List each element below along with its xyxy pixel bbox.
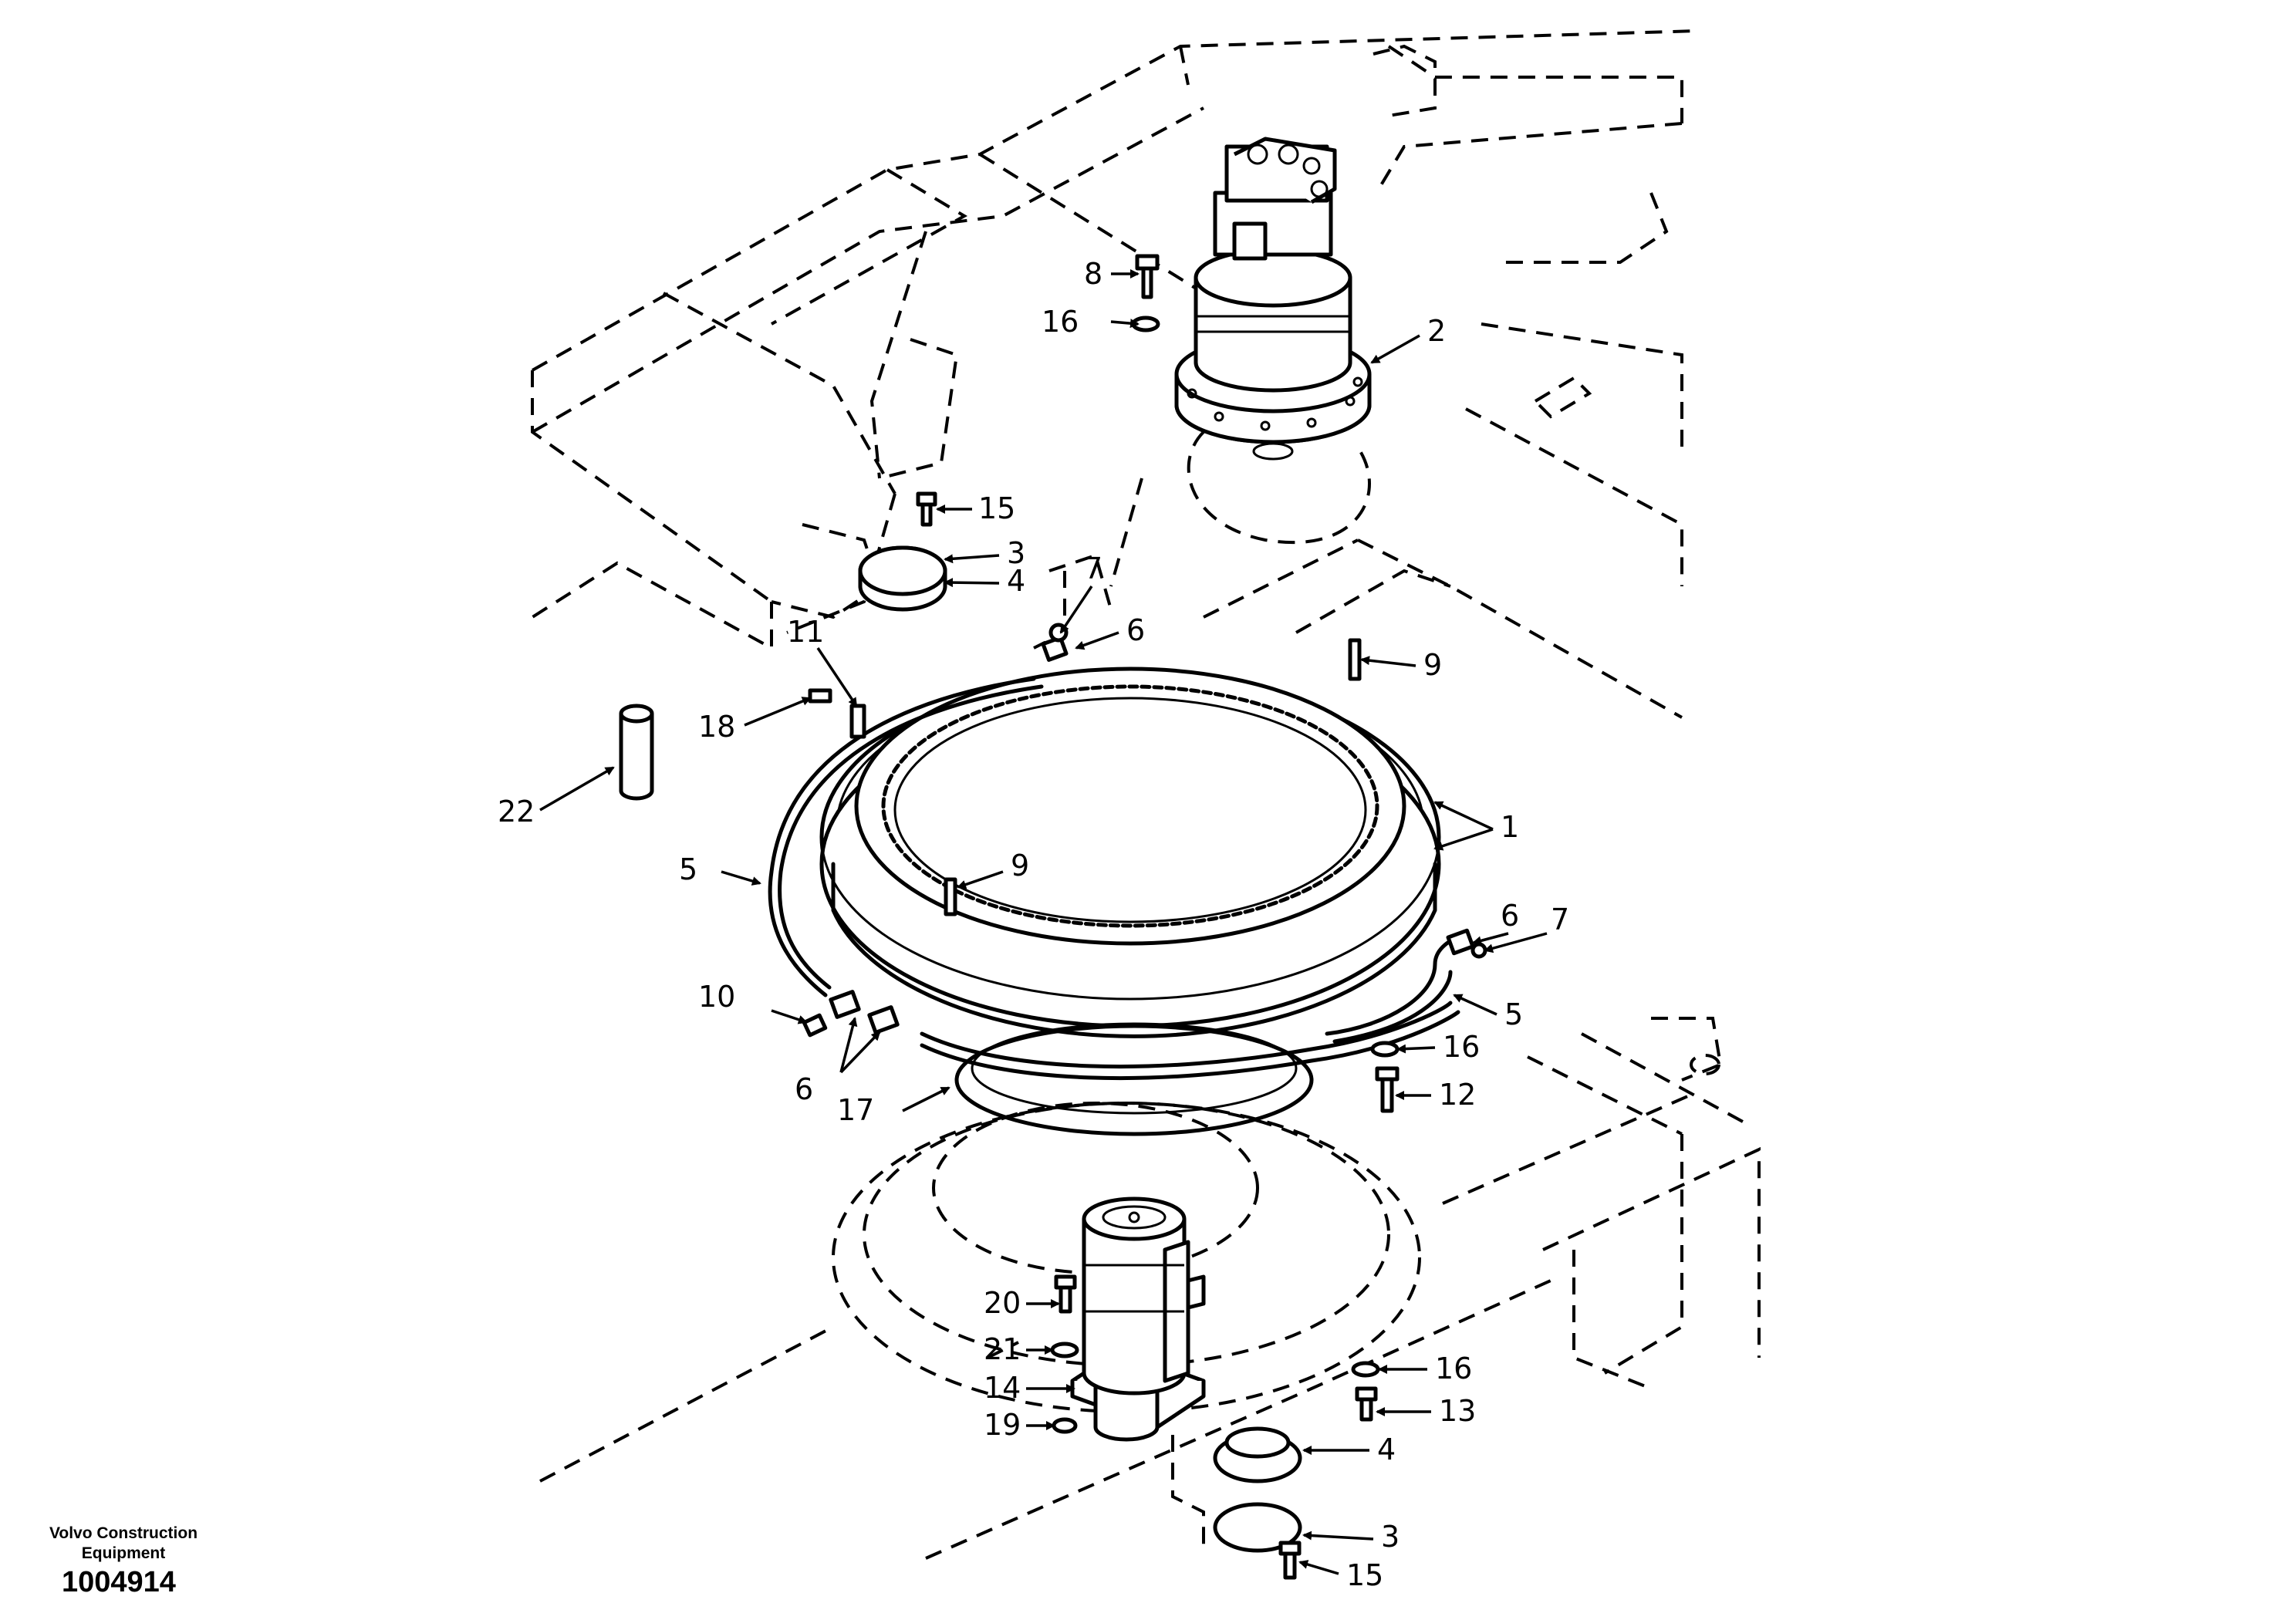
callout-c6a: 6 (1126, 613, 1145, 647)
callout-c7a: 7 (1084, 552, 1102, 586)
callout-c11: 11 (787, 615, 824, 649)
swing-motor (1174, 137, 1372, 461)
callout-c16b: 16 (1443, 1030, 1480, 1064)
callout-c5a: 5 (679, 852, 697, 886)
callout-c4a: 4 (1007, 564, 1025, 598)
slewing-ring (819, 667, 1441, 1136)
swivel-joint (1070, 1196, 1206, 1442)
callout-c16a: 16 (1042, 305, 1079, 339)
callout-c2: 2 (1427, 314, 1446, 348)
callout-c10: 10 (698, 980, 735, 1014)
callout-c15b: 15 (1346, 1558, 1383, 1592)
leader-lines (539, 269, 1548, 1575)
callout-c3b: 3 (1381, 1520, 1400, 1554)
callout-c17: 17 (837, 1093, 874, 1127)
callout-c22: 22 (498, 795, 535, 829)
callout-c16c: 16 (1435, 1352, 1472, 1385)
drawing-number: 1004914 (62, 1566, 176, 1598)
manufacturer-line-2: Equipment (81, 1544, 166, 1562)
callout-c14: 14 (984, 1371, 1021, 1405)
callout-c12: 12 (1439, 1078, 1476, 1112)
manufacturer-line-1: Volvo Construction (49, 1524, 198, 1542)
callout-c6b: 6 (1501, 899, 1519, 933)
callout-c5b: 5 (1504, 997, 1523, 1031)
callout-c8: 8 (1084, 257, 1102, 291)
callout-c6c: 6 (795, 1072, 813, 1106)
small-parts (619, 254, 1487, 1580)
callout-c3a: 3 (1007, 536, 1025, 570)
manufacturer-caption: Volvo Construction Equipment (31, 1524, 216, 1564)
callout-c18: 18 (698, 710, 735, 744)
callout-c19: 19 (984, 1408, 1021, 1442)
callout-c4b: 4 (1377, 1433, 1396, 1466)
callout-c13: 13 (1439, 1394, 1476, 1428)
callout-labels: 1 2 3 3 4 4 5 5 6 6 6 7 7 8 9 9 10 11 12… (498, 257, 1569, 1592)
callout-c9b: 9 (1011, 849, 1029, 883)
callout-c9a: 9 (1423, 648, 1442, 682)
callout-c7b: 7 (1551, 903, 1569, 937)
frame-outline-dashed (531, 29, 1698, 719)
callout-c1a: 1 (1501, 810, 1519, 844)
callout-c20: 20 (984, 1286, 1021, 1320)
grease-hoses (768, 677, 1460, 1081)
callout-c15a: 15 (978, 491, 1015, 525)
callout-c21: 21 (984, 1332, 1021, 1366)
